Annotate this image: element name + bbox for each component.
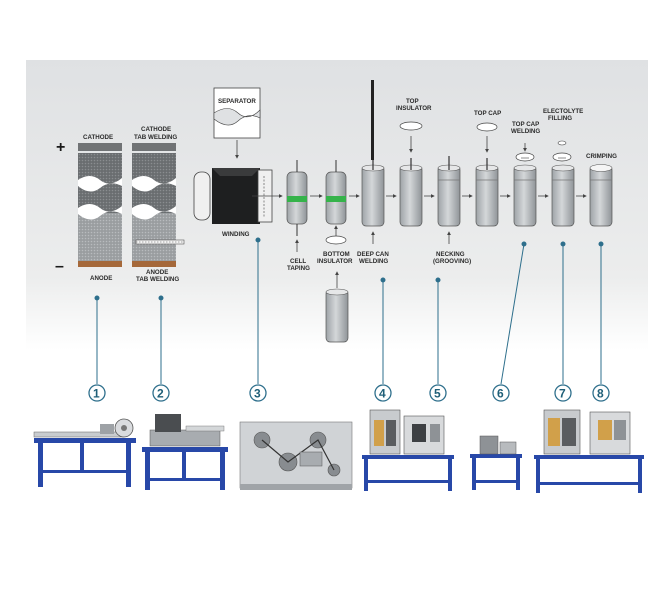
deep-can-welding-cell (361, 80, 385, 244)
anode-tab-label-1: ANODE (146, 269, 168, 276)
electrolyte-filling-cell (551, 140, 575, 227)
machine-1-bench (33, 418, 136, 487)
bottom-insulator-cell (325, 160, 347, 245)
top-cap-welding-label-2: WELDING (511, 128, 540, 135)
deep-can-label-2: WELDING (359, 258, 388, 265)
station-number-4: 4 (379, 387, 386, 401)
station-badge-2 (152, 384, 170, 402)
station-badge-3 (249, 384, 267, 402)
station-number-7: 7 (559, 387, 566, 401)
winding-label: WINDING (222, 231, 250, 238)
station-number-6: 6 (497, 387, 504, 401)
top-cap-label: TOP CAP (474, 110, 501, 117)
cell-taping-label-2: TAPING (287, 265, 310, 272)
machine-3-winder (239, 421, 353, 490)
station-badge-4 (374, 384, 392, 402)
electrolyte-label-2: FILLING (548, 115, 572, 122)
necking-label-1: NECKING (436, 251, 465, 258)
bottom-insulator-label-2: INSULATOR (317, 258, 353, 265)
cell-taping (286, 160, 308, 252)
top-cap-welding-label-1: TOP CAP (512, 121, 539, 128)
station-number-2: 2 (157, 387, 164, 401)
top-insulator-label-2: INSULATOR (396, 105, 432, 112)
top-insulator-cell (399, 121, 423, 227)
station-number-1: 1 (93, 387, 100, 401)
tab-welding-strip (132, 143, 185, 267)
anode-tab-label-2: TAB WELDING (136, 276, 179, 283)
crimping-label: CRIMPING (586, 153, 617, 160)
station-badge-5 (429, 384, 447, 402)
machine-7-8-table (534, 409, 644, 493)
top-insulator-label-1: TOP (406, 98, 419, 105)
top-cap-cell (475, 122, 499, 227)
top-cap-welding-cell (513, 143, 537, 227)
cathode-tab-label-2: TAB WELDING (134, 134, 177, 141)
cathode-tab-label-1: CATHODE (141, 126, 171, 133)
electrolyte-label-1: ELECTOLYTE (543, 108, 583, 115)
station-badge-1 (88, 384, 106, 402)
station-number-3: 3 (254, 387, 261, 401)
station-badge-7 (554, 384, 572, 402)
station-badge-8 (592, 384, 610, 402)
station-number-8: 8 (597, 387, 604, 401)
station-numbers: 1 2 3 4 5 6 7 8 (88, 384, 610, 402)
machine-4-table (362, 409, 454, 491)
winding-machine (193, 168, 283, 224)
separator-label: SEPARATOR (218, 98, 256, 105)
bottom-insulator-label-1: BOTTOM (323, 251, 350, 258)
machine-6-table (470, 435, 522, 490)
cathode-label: CATHODE (83, 134, 113, 141)
separator-sheet (213, 87, 261, 159)
necking-cell (437, 156, 461, 244)
plus-sign: + (56, 139, 65, 156)
station-badge-6 (492, 384, 510, 402)
minus-sign: – (55, 258, 64, 275)
empty-can (325, 271, 349, 343)
station-connectors (94, 237, 604, 385)
cell-taping-label-1: CELL (290, 258, 306, 265)
crimping-cell (589, 164, 613, 227)
deep-can-label-1: DEEP CAN (357, 251, 389, 258)
necking-label-2: (GROOVING) (433, 258, 471, 265)
machine-2-bench (142, 414, 228, 490)
anode-label: ANODE (90, 275, 112, 282)
cathode-strip (78, 143, 122, 267)
station-number-5: 5 (434, 387, 441, 401)
